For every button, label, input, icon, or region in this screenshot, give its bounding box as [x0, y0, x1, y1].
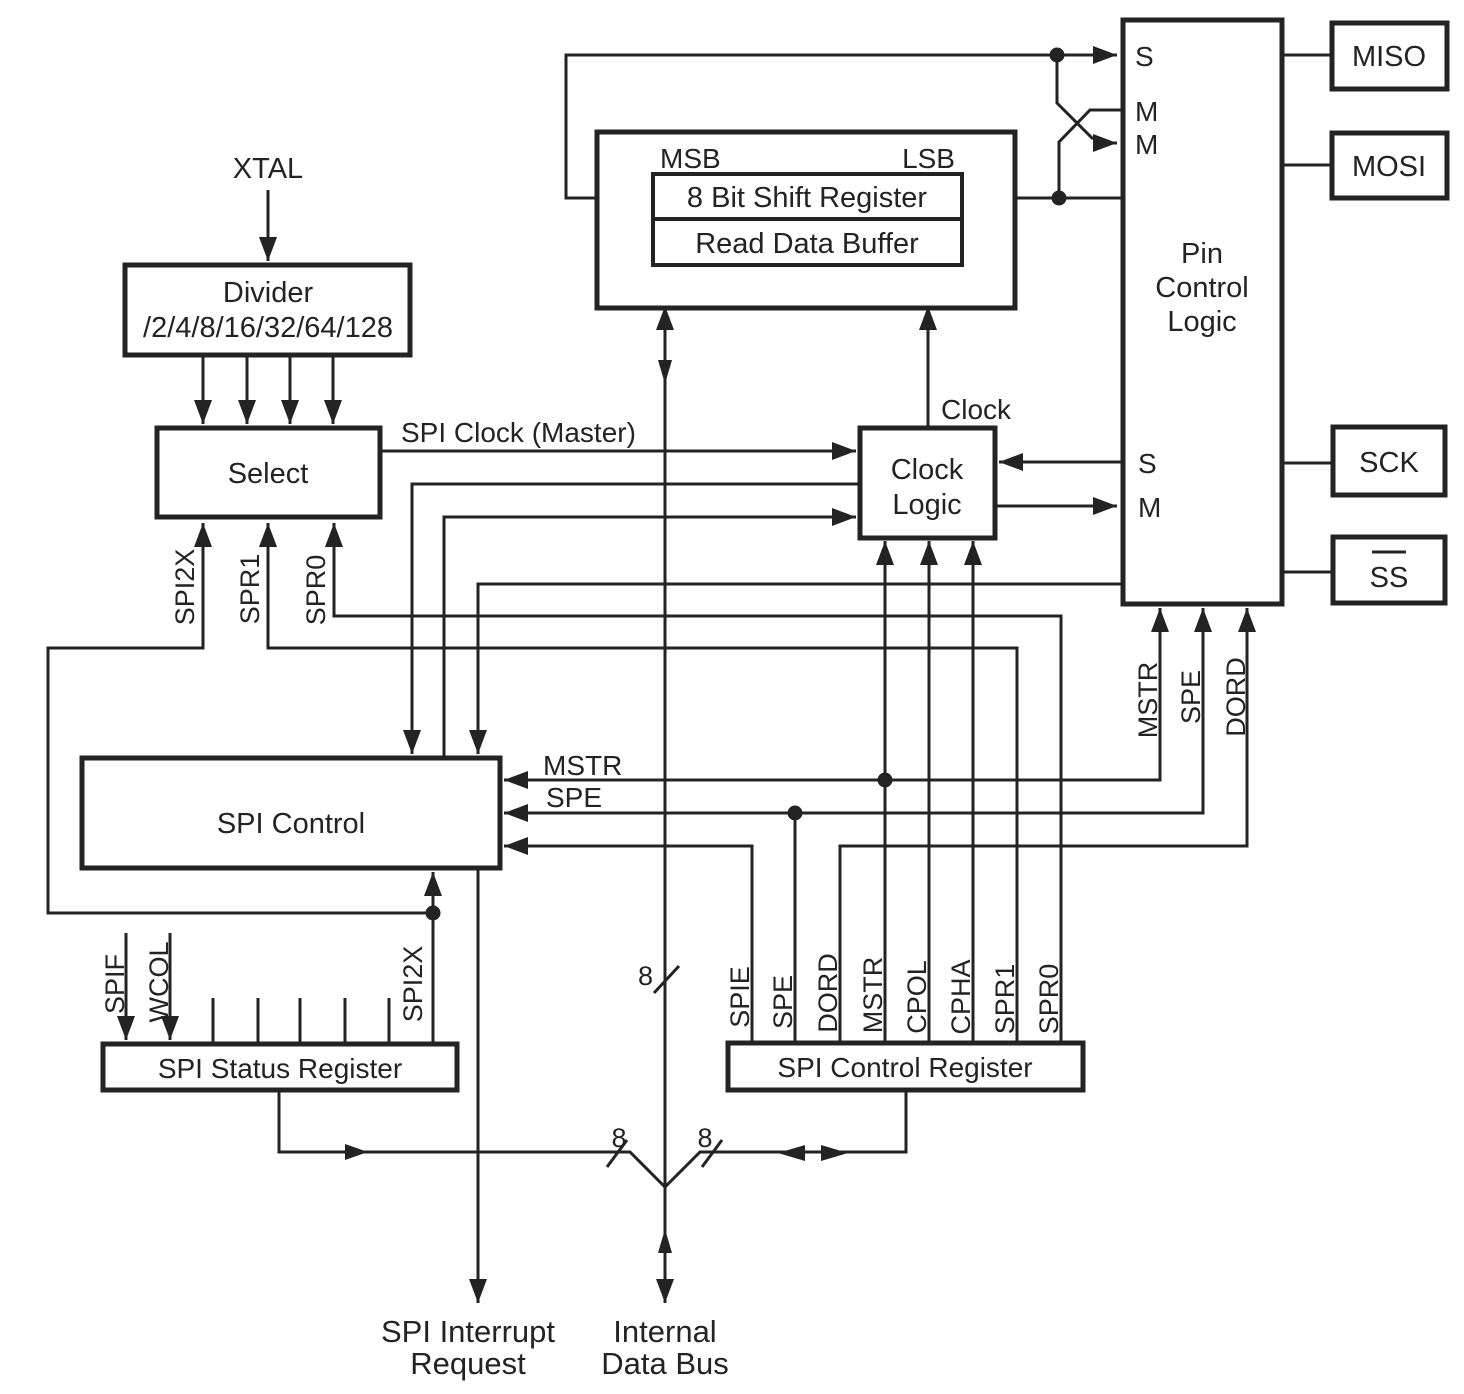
pin-control-label-3: Logic — [1167, 306, 1236, 338]
control-bit-mstr-label: MSTR — [858, 957, 888, 1034]
spi-control-register-block — [725, 1040, 1086, 1093]
wire-dord — [838, 608, 1256, 1043]
divider-block — [122, 262, 413, 358]
select-input-spr1-label: SPR1 — [235, 554, 265, 625]
mosi-pin-box — [1329, 130, 1450, 201]
wire-clocklogic-to-spicontrol — [403, 482, 860, 758]
port-s-top-label: S — [1135, 41, 1154, 72]
wire-spie — [504, 837, 754, 1043]
wire-spi2x — [46, 523, 442, 1044]
ss-pin-box — [1330, 534, 1448, 606]
select-block — [154, 425, 383, 520]
wire-mstr — [504, 541, 1169, 1043]
junction-dot — [1051, 190, 1067, 206]
wire-divider-to-select — [194, 357, 342, 424]
miso-pin-box — [1329, 20, 1450, 92]
spi-control-label: SPI Control — [217, 808, 365, 840]
control-bit-spr1-label: SPR1 — [990, 964, 1020, 1035]
bus-width-8-left: 8 — [611, 1123, 626, 1153]
control-bit-spr0-label: SPR0 — [1034, 964, 1064, 1035]
clock-logic-label-1: Clock — [891, 454, 964, 486]
port-m-lower-label: M — [1135, 129, 1158, 160]
control-bit-cpha-label: CPHA — [946, 959, 976, 1034]
select-input-spr0-label: SPR0 — [301, 555, 331, 626]
port-s-mid-label: S — [1138, 448, 1157, 479]
junction-dots — [425, 47, 1067, 921]
read-data-buffer-label: Read Data Buffer — [695, 228, 919, 260]
lsb-label: LSB — [902, 143, 955, 174]
clock-logic-block — [857, 425, 998, 541]
control-bit-cpol-label: CPOL — [902, 960, 932, 1034]
internal-data-bus-label-1: Internal — [613, 1314, 716, 1349]
spe-input-label: SPE — [546, 782, 602, 813]
shift-register-label: 8 Bit Shift Register — [687, 182, 927, 214]
miso-pin-label: MISO — [1352, 41, 1426, 73]
wire-pin-connectors — [1282, 53, 1333, 574]
control-bit-spie-label: SPIE — [725, 966, 755, 1028]
sck-pin-label: SCK — [1359, 447, 1419, 479]
clock-logic-label-2: Logic — [892, 489, 961, 521]
status-bit-wcol-label: WCOL — [144, 942, 174, 1023]
select-input-spi2x-label: SPI2X — [170, 549, 200, 626]
status-bit-spi2x-label: SPI2X — [398, 946, 428, 1023]
pincontrol-input-spe-label: SPE — [1176, 670, 1206, 724]
msb-label: MSB — [660, 143, 721, 174]
port-m-upper-label: M — [1135, 96, 1158, 127]
pincontrol-input-mstr-label: MSTR — [1133, 662, 1163, 739]
spi-status-register-label: SPI Status Register — [158, 1053, 402, 1084]
control-bit-dord-label: DORD — [813, 953, 843, 1033]
xtal-label: XTAL — [233, 153, 303, 185]
sck-pin-box — [1330, 424, 1448, 498]
pin-control-logic-block — [1120, 17, 1285, 607]
spi-clock-master-label: SPI Clock (Master) — [401, 417, 636, 448]
junction-dot — [1049, 47, 1065, 63]
spi-control-register-label: SPI Control Register — [777, 1052, 1032, 1083]
pin-control-label-2: Control — [1155, 272, 1249, 304]
wiring — [46, 46, 1333, 1303]
mosi-pin-label: MOSI — [1352, 151, 1426, 183]
divider-title: Divider — [223, 277, 314, 309]
select-label: Select — [228, 458, 309, 490]
junction-dot — [877, 772, 893, 788]
read-data-buffer-row — [651, 217, 964, 267]
clock-signal-label: Clock — [941, 394, 1012, 425]
wire-internal-data-bus — [277, 306, 908, 1303]
pincontrol-input-dord-label: DORD — [1221, 657, 1251, 737]
spi-status-register-block — [100, 1041, 460, 1093]
mstr-input-label: MSTR — [543, 750, 622, 781]
spi-interrupt-request-label-1: SPI Interrupt — [381, 1314, 555, 1349]
control-bit-spe-label: SPE — [768, 975, 798, 1029]
junction-dot — [425, 905, 441, 921]
status-unused-bit-stubs — [211, 998, 391, 1044]
wire-spe — [504, 608, 1212, 1043]
wire-spr0 — [325, 523, 1063, 1043]
bus-width-8-right: 8 — [697, 1123, 712, 1153]
divider-ratios: /2/4/8/16/32/64/128 — [143, 312, 393, 344]
status-bit-spif-label: SPIF — [100, 954, 130, 1014]
junction-dot — [787, 805, 803, 821]
internal-data-bus-label-2: Data Bus — [601, 1346, 729, 1381]
ss-pin-label: SS — [1370, 562, 1409, 594]
port-m-mid-label: M — [1138, 492, 1161, 523]
spi-control-block — [79, 755, 503, 871]
pin-control-label-1: Pin — [1181, 238, 1223, 270]
bus-width-8-vertical: 8 — [638, 961, 653, 991]
spi-interrupt-request-label-2: Request — [410, 1346, 526, 1381]
wire-pincontrol-to-spicontrol — [469, 582, 1123, 754]
